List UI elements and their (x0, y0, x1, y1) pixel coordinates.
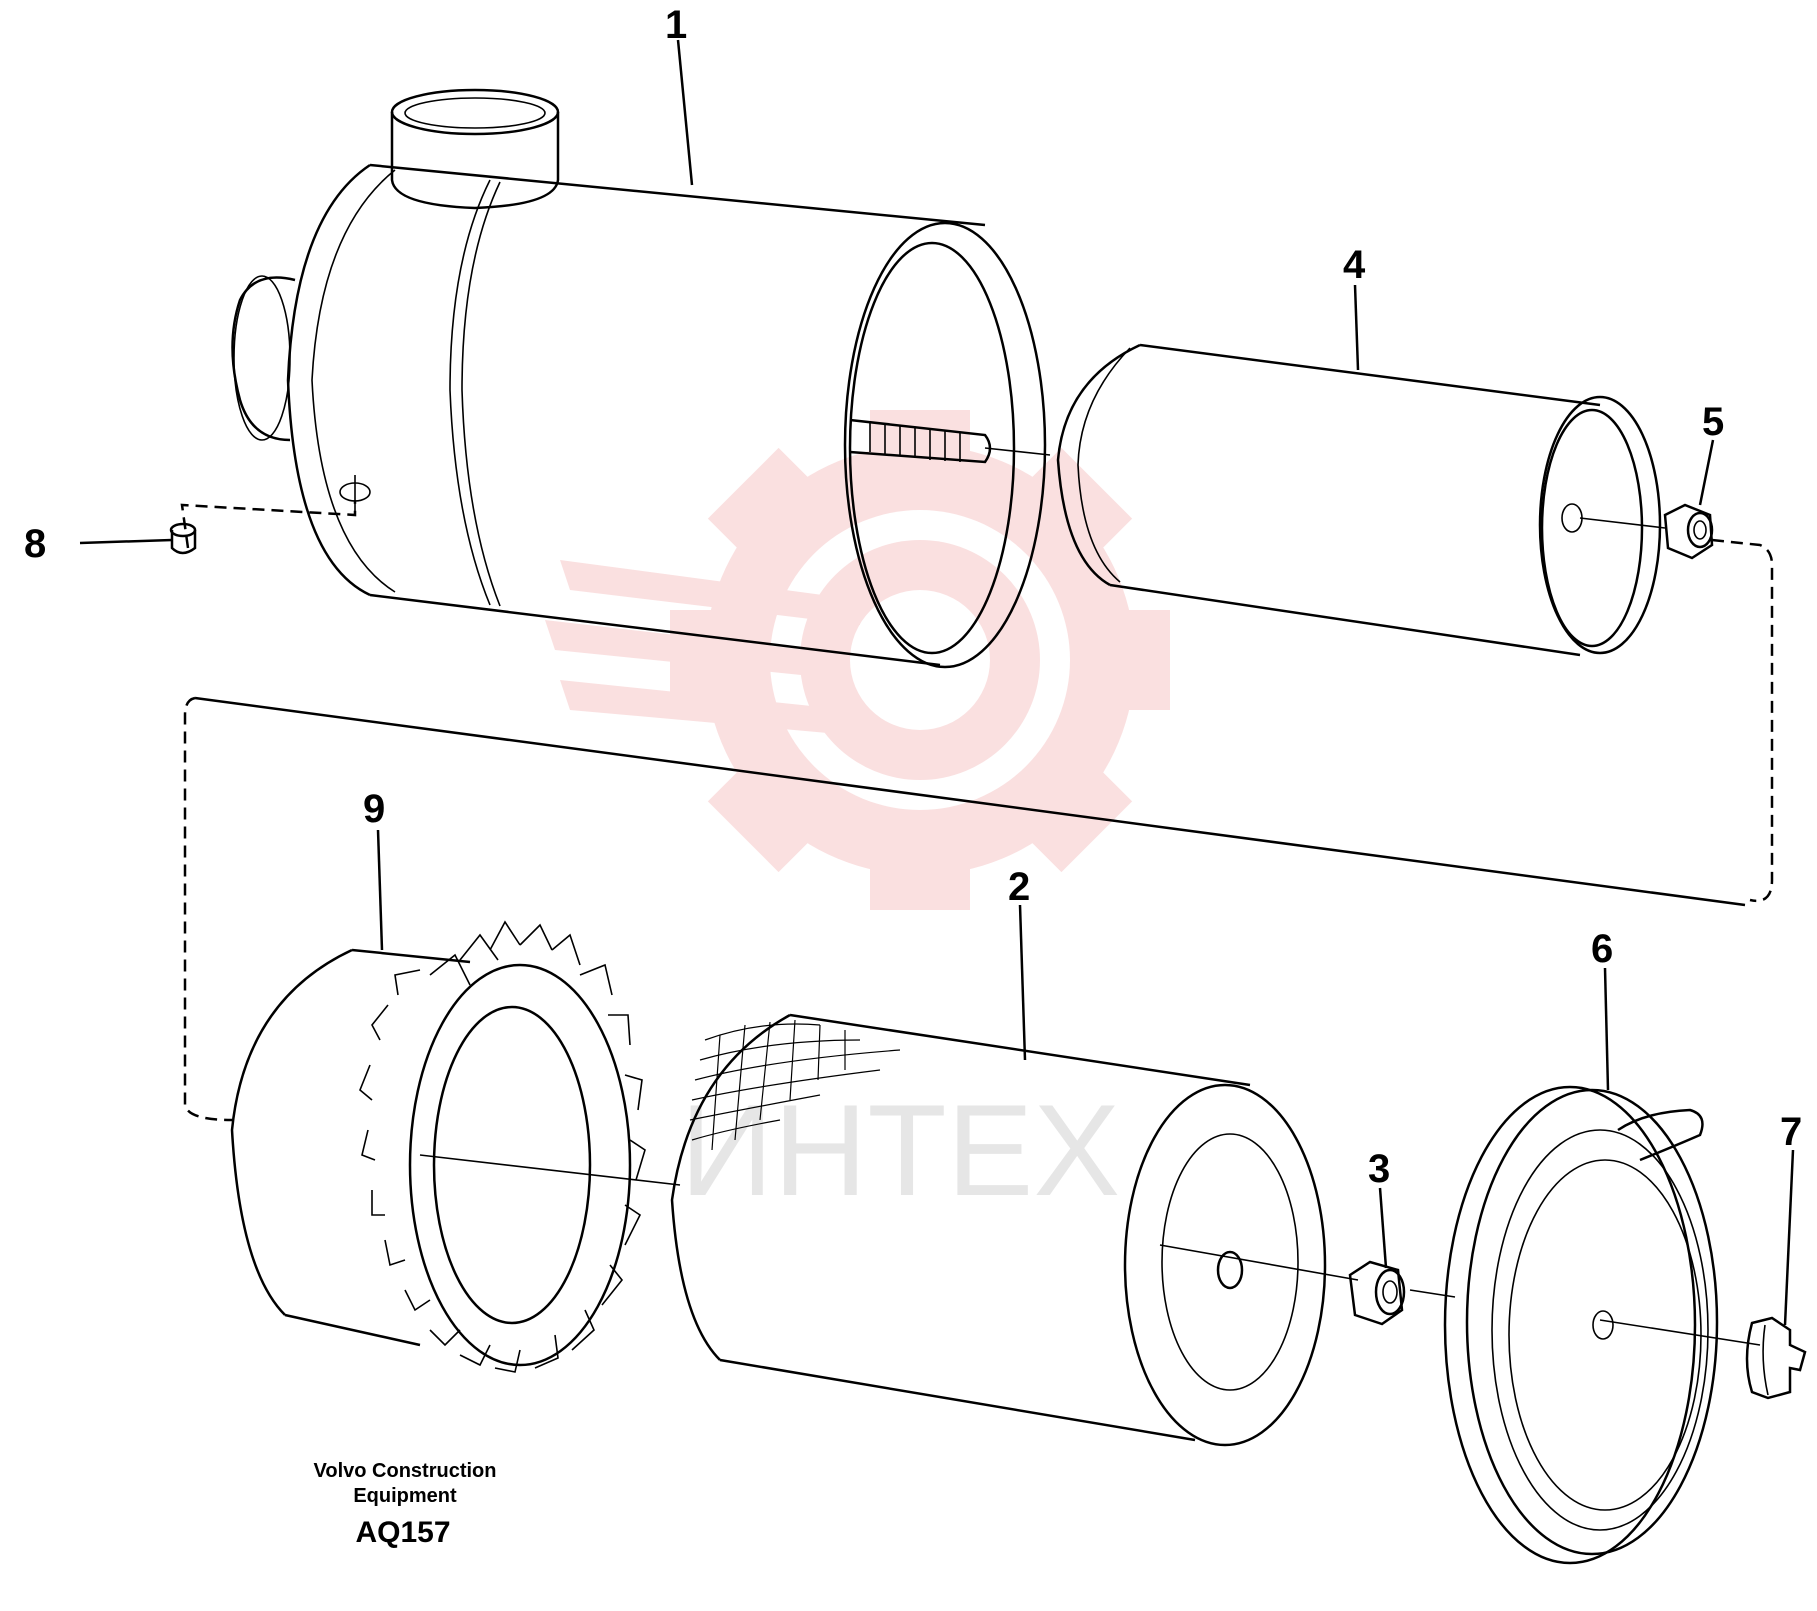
axis-line-upper (984, 447, 1666, 529)
callout-1: 1 (665, 3, 687, 47)
caption-line-2: Equipment (353, 1485, 457, 1507)
part-2-main-cartridge (670, 1013, 1327, 1447)
part-7-wing-nut (1745, 1316, 1807, 1400)
mesh-pattern (689, 1019, 901, 1151)
speed-stripes-icon (545, 560, 860, 735)
callout-8: 8 (24, 522, 46, 566)
callout-4: 4 (1343, 243, 1366, 287)
part-6-end-cover (1443, 1085, 1719, 1565)
caption-code: AQ157 (355, 1516, 450, 1549)
long-connector-line (194, 696, 1746, 907)
callout-3: 3 (1368, 1147, 1390, 1191)
part-4-safety-cartridge (1056, 343, 1662, 657)
dashed-connector-8 (180, 500, 357, 549)
callout-2: 2 (1008, 865, 1030, 909)
part-3-nut (1348, 1260, 1406, 1326)
part-1-filter-housing (231, 88, 1047, 669)
callout-7: 7 (1780, 1110, 1802, 1154)
axis-line-lower (419, 1154, 1761, 1346)
callout-9: 9 (363, 787, 385, 831)
watermark-text: ИНТЕХ (680, 1077, 1120, 1223)
watermark-logo (545, 410, 1170, 910)
callout-6: 6 (1591, 927, 1613, 971)
part-9-precleaner (230, 920, 646, 1373)
part-8-drain-plug (169, 522, 197, 555)
part-5-nut (1663, 503, 1714, 560)
dashed-connector-left (183, 696, 233, 1122)
leader-lines (79, 39, 1795, 1326)
callout-5: 5 (1702, 400, 1724, 444)
caption-line-1: Volvo Construction (314, 1460, 497, 1482)
dashed-connector-right (1711, 538, 1774, 903)
